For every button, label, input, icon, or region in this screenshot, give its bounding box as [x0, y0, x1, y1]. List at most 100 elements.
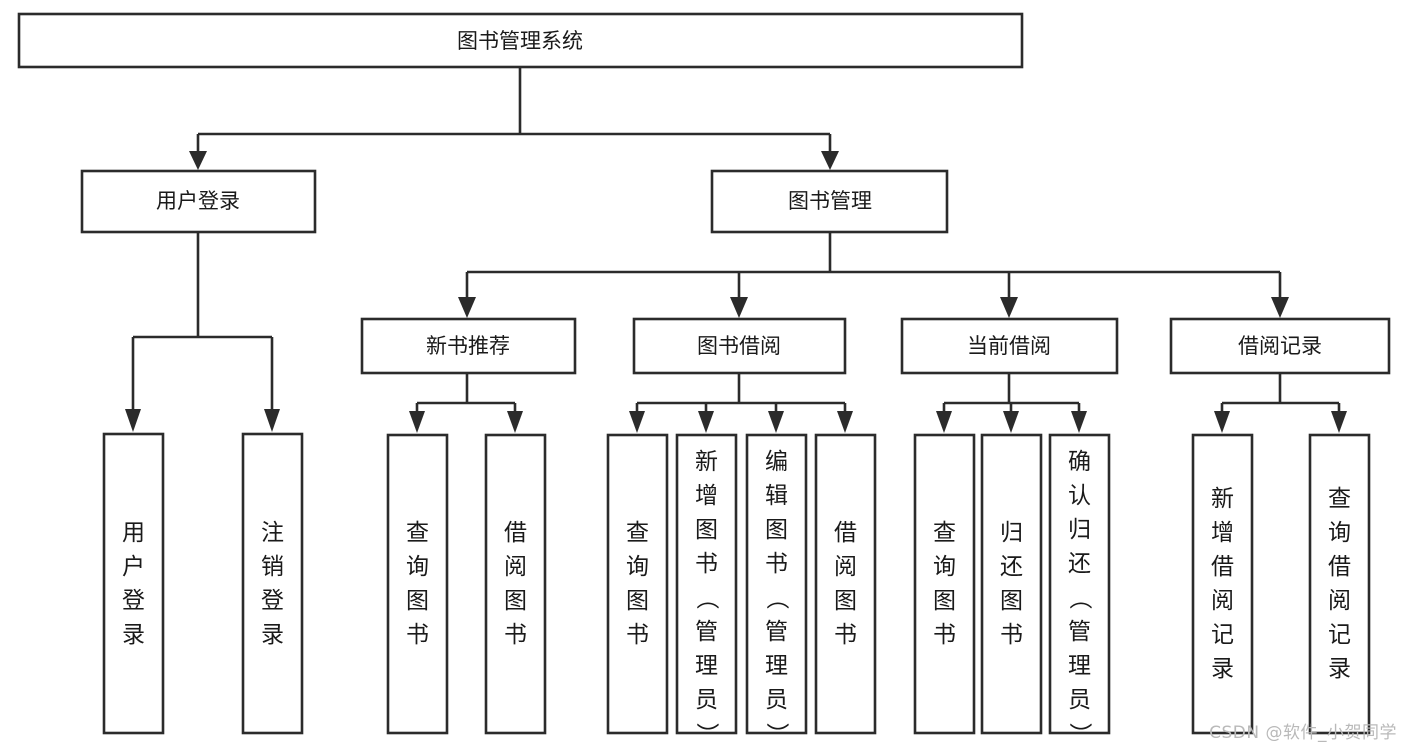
leaf-box-edit-book-admin[interactable] [745, 433, 808, 735]
node-new-book-recommend-box[interactable] [360, 317, 577, 375]
leaf-node-group [102, 432, 1371, 735]
leaf-box-add-record[interactable] [1191, 433, 1254, 735]
leaf-label-char: 编 [765, 449, 788, 475]
leaf-label-char: 图 [765, 517, 788, 543]
leaf-box-query-record[interactable] [1308, 433, 1371, 735]
leaf-label-char: 阅 [504, 554, 527, 580]
watermark: CSDN @软件_小贺同学 [1209, 723, 1397, 743]
node-borrow-record-box[interactable] [1169, 317, 1391, 375]
arrow-head-l3-2 [730, 297, 748, 318]
leaf-label-edit-book-admin: 编辑图书（管理员） [747, 445, 806, 751]
leaf-box-query-book-2[interactable] [606, 433, 669, 735]
leaf-label-char: 图 [504, 588, 527, 614]
node-current-borrow-label: 当前借阅 [967, 334, 1051, 358]
arrow-head-leaf-9 [936, 411, 952, 433]
node-borrow-record[interactable]: 借阅记录 [1169, 317, 1391, 375]
leaf-label-char: 询 [1328, 520, 1351, 546]
node-new-book-recommend-label: 新书推荐 [426, 334, 510, 358]
leaf-label-char: 归 [1000, 520, 1023, 546]
leaf-label-add-record: 新增借阅记录 [1193, 482, 1252, 686]
node-book-management-box[interactable] [710, 169, 949, 234]
leaf-box-borrow-book-2[interactable] [814, 433, 877, 735]
leaf-label-char: 阅 [834, 554, 857, 580]
leaf-label-char: 员 [695, 687, 718, 713]
leaf-label-char: 查 [933, 520, 956, 546]
leaf-label-char: 录 [122, 622, 145, 648]
leaf-label-char: 图 [1000, 588, 1023, 614]
leaf-box-add-book-admin[interactable] [675, 433, 738, 735]
arrow-head-leaf-11 [1071, 411, 1087, 433]
leaf-box-user-login[interactable] [102, 432, 165, 735]
arrow-head-leaf-6 [698, 411, 714, 433]
leaf-label-char: 员 [1068, 687, 1091, 713]
leaf-label-char: 书 [834, 622, 857, 648]
node-current-borrow-box[interactable] [900, 317, 1119, 375]
leaf-label-char: 理 [1068, 653, 1091, 679]
leaf-label-char: 新 [695, 449, 718, 475]
leaf-box-confirm-return-admin[interactable] [1048, 433, 1111, 735]
leaf-box-logout[interactable] [241, 432, 304, 735]
leaf-label-char: 理 [695, 653, 718, 679]
leaf-label-char: 借 [504, 520, 527, 546]
node-book-borrow-box[interactable] [632, 317, 847, 375]
leaf-label-char: 户 [122, 554, 145, 580]
arrow-head-leaf-12 [1214, 411, 1230, 433]
arrow-head-leaf-2 [264, 409, 280, 432]
leaf-label-char: 登 [122, 588, 145, 614]
leaf-label-char: 借 [1211, 554, 1234, 580]
leaf-label-add-book-admin: 新增图书（管理员） [677, 445, 736, 751]
leaf-box-borrow-book-1[interactable] [484, 433, 547, 735]
node-user-login[interactable]: 用户登录 [80, 169, 317, 234]
leaf-label-char: 理 [765, 653, 788, 679]
leaf-label-char: 管 [765, 619, 788, 645]
node-book-borrow-label: 图书借阅 [697, 334, 781, 358]
leaf-label-char: 阅 [1328, 588, 1351, 614]
leaf-label-char: 员 [765, 687, 788, 713]
leaf-label-char: 还 [1068, 551, 1091, 577]
arrow-head-l3-1 [458, 297, 476, 318]
leaf-label-char: ） [693, 722, 720, 746]
node-book-borrow[interactable]: 图书借阅 [632, 317, 847, 375]
leaf-label-char: 确 [1068, 449, 1091, 475]
leaf-box-return-book[interactable] [980, 433, 1043, 735]
leaf-label-char: 书 [626, 622, 649, 648]
leaf-label-char: 录 [261, 622, 284, 648]
leaf-label-char: 阅 [1211, 588, 1234, 614]
leaf-label-char: （ [693, 586, 720, 610]
leaf-label-char: （ [1066, 586, 1093, 610]
leaf-label-char: 增 [1211, 520, 1234, 546]
leaf-label-char: 查 [1328, 486, 1351, 512]
node-new-book-recommend[interactable]: 新书推荐 [360, 317, 577, 375]
leaf-box-query-book-3[interactable] [913, 433, 976, 735]
leaf-label-char: 管 [695, 619, 718, 645]
arrow-head-l3-3 [1000, 297, 1018, 318]
leaf-label-char: 书 [504, 622, 527, 648]
leaf-box-query-book-1[interactable] [386, 433, 449, 735]
leaf-label-char: 图 [626, 588, 649, 614]
node-user-login-box[interactable] [80, 169, 317, 234]
arrow-head-leaf-13 [1331, 411, 1347, 433]
node-root-box[interactable] [17, 12, 1024, 69]
leaf-label-char: 书 [695, 551, 718, 577]
leaf-label-char: 查 [406, 520, 429, 546]
leaf-label-char: 还 [1000, 554, 1023, 580]
leaf-label-char: 录 [1211, 656, 1234, 682]
leaf-label-char: ） [1066, 722, 1093, 746]
node-book-management[interactable]: 图书管理 [710, 169, 949, 234]
arrow-head-book-mgmt [821, 151, 839, 170]
node-root-label: 图书管理系统 [457, 29, 583, 53]
leaf-label-char: 书 [1000, 622, 1023, 648]
leaf-label-borrow-book-1: 借阅图书 [486, 516, 545, 652]
arrow-head-leaf-7 [768, 411, 784, 433]
node-root[interactable]: 图书管理系统 [17, 12, 1024, 69]
node-current-borrow[interactable]: 当前借阅 [900, 317, 1119, 375]
leaf-label-char: 图 [933, 588, 956, 614]
leaf-label-char: 图 [406, 588, 429, 614]
leaf-label-borrow-book-2: 借阅图书 [816, 516, 875, 652]
arrow-head-leaf-5 [629, 411, 645, 433]
arrow-head-user-login [189, 151, 207, 170]
leaf-label-query-book-2: 查询图书 [608, 516, 667, 652]
leaf-label-return-book: 归还图书 [982, 516, 1041, 652]
